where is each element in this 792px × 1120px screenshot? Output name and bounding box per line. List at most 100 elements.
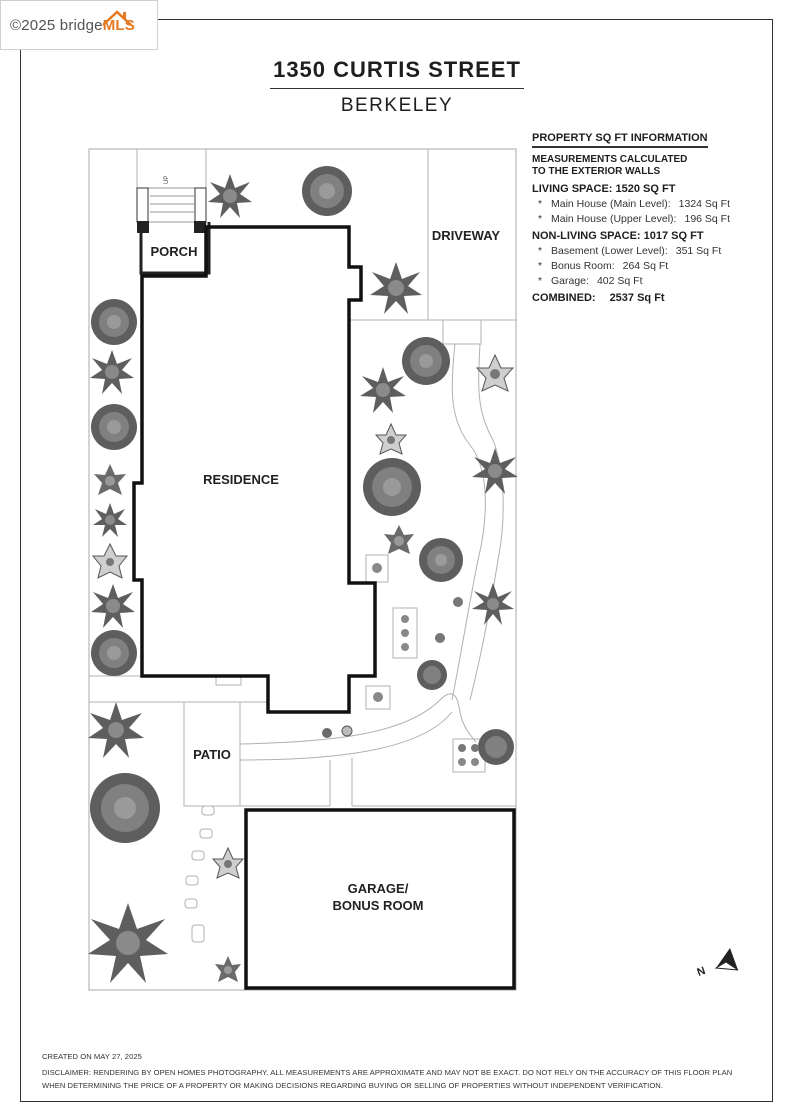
small-plant-icon [401, 615, 409, 623]
item-value: 1324 Sq Ft [678, 198, 731, 210]
leafy-shrub-icon [475, 353, 515, 392]
item-value: 264 Sq Ft [622, 260, 669, 272]
item-value: 402 Sq Ft [596, 275, 643, 287]
planter-box [365, 554, 389, 583]
item-value: 351 Sq Ft [675, 245, 722, 257]
round-shrub-icon [302, 166, 352, 216]
item-label: Basement (Lower Level): [551, 245, 668, 257]
lot-boundary [88, 148, 517, 991]
north-arrow-icon: N [696, 948, 739, 979]
combined-total: COMBINED: 2537 Sq Ft [532, 292, 767, 304]
bullet: * [538, 198, 543, 210]
landscaping [88, 166, 518, 983]
spiky-shrub-icon [91, 584, 135, 628]
residence-outline [132, 225, 377, 714]
garage-outline [244, 808, 516, 990]
item-value: 196 Sq Ft [684, 213, 731, 225]
star-shrub-icon [94, 464, 126, 495]
round-shrub-icon [90, 773, 160, 843]
round-shrub-icon [363, 458, 421, 516]
garage-label-line1: GARAGE/ [348, 881, 409, 896]
round-shrub-icon [91, 630, 137, 676]
spiky-shrub-icon [208, 174, 252, 218]
small-plant-icon [471, 758, 479, 766]
porch-label: PORCH [151, 244, 198, 259]
small-plant-icon [322, 728, 332, 738]
stepping-stone [199, 828, 213, 839]
round-shrub-icon [402, 337, 450, 385]
living-space-heading: LIVING SPACE: 1520 SQ FT [532, 183, 676, 195]
round-shrub-icon [417, 660, 447, 690]
stepping-stone [185, 875, 199, 886]
non-living-item: * Garage: 402 Sq Ft [532, 275, 767, 287]
item-label: Bonus Room: [551, 260, 615, 272]
round-shrub-icon [478, 729, 514, 765]
disclaimer-line1: DISCLAIMER: RENDERING BY OPEN HOMES PHOT… [42, 1068, 733, 1077]
garage-label-line2: BONUS ROOM [333, 898, 424, 913]
living-item: * Main House (Main Level): 1324 Sq Ft [532, 198, 767, 210]
small-plant-icon [458, 744, 466, 752]
spiky-shrub-icon [88, 702, 144, 758]
page-subtitle: BERKELEY [340, 95, 454, 116]
logo-text: ©2025 bridgeMLS [10, 17, 135, 34]
info-header: PROPERTY SQ FT INFORMATION [532, 132, 708, 148]
small-plant-icon [373, 692, 383, 702]
spiky-shrub-icon [90, 350, 134, 394]
spiky-shrub-icon [93, 503, 127, 537]
star-shrub-icon [215, 956, 241, 982]
item-label: Main House (Main Level): [551, 198, 671, 210]
north-label: N [696, 965, 708, 979]
round-shrub-icon [91, 404, 137, 450]
leafy-shrub-icon [374, 422, 408, 455]
round-shrub-icon [419, 538, 463, 582]
garden-path [239, 711, 453, 761]
stepping-stone [191, 924, 205, 943]
walk-step [442, 319, 482, 345]
combined-label: COMBINED: [532, 292, 596, 304]
bridgemls-logo: ©2025 bridgeMLS [0, 0, 158, 50]
bullet: * [538, 245, 543, 257]
stepping-stone [191, 850, 205, 861]
small-plant-icon [372, 563, 382, 573]
residence-label: RESIDENCE [203, 472, 279, 487]
garden-path [469, 343, 504, 701]
leafy-shrub-icon [211, 846, 245, 879]
spiky-shrub-icon [370, 262, 422, 314]
non-living-item: * Bonus Room: 264 Sq Ft [532, 260, 767, 272]
logo-brand: MLS [102, 17, 135, 34]
living-item: *Main House (Upper Level):196 Sq Ft [532, 213, 767, 225]
measurement-note-line1: MEASUREMENTS CALCULATED [532, 154, 688, 165]
bullet: * [538, 275, 543, 287]
measurement-note-line2: TO THE EXTERIOR WALLS [532, 166, 661, 177]
garden-path [451, 343, 486, 701]
spiky-shrub-icon [88, 903, 168, 983]
porch-wall [139, 222, 211, 275]
disclaimer-line2: WHEN DETERMINING THE PRICE OF A PROPERTY… [42, 1081, 663, 1090]
combined-value: 2537 Sq Ft [609, 292, 665, 304]
stair-up-label: UP [164, 176, 170, 184]
small-plant-icon [401, 643, 409, 651]
non-living-item: * Basement (Lower Level): 351 Sq Ft [532, 245, 767, 257]
small-plant-icon [458, 758, 466, 766]
porch-stairs: UP [136, 176, 207, 223]
spiky-shrub-icon [360, 367, 406, 413]
garden-path [239, 693, 477, 745]
small-plant-icon [435, 633, 445, 643]
small-plant-icon [341, 725, 353, 737]
page-frame [20, 19, 773, 1102]
page-title: 1350 CURTIS STREET [273, 57, 521, 82]
spiky-shrub-icon [472, 448, 518, 494]
logo-prefix: ©2025 bridge [10, 17, 103, 34]
bullet: * [538, 260, 543, 272]
item-label: Garage: [551, 275, 589, 287]
planter-box [365, 685, 391, 710]
small-plant-icon [401, 629, 409, 637]
driveway-label: DRIVEWAY [432, 228, 500, 243]
round-shrub-icon [91, 299, 137, 345]
measurement-note: MEASUREMENTS CALCULATED TO THE EXTERIOR … [532, 154, 707, 178]
property-info-panel: PROPERTY SQ FT INFORMATION MEASUREMENTS … [532, 132, 767, 304]
small-plant-icon [471, 744, 479, 752]
roof-icon [102, 10, 132, 26]
porch-post [194, 221, 206, 233]
